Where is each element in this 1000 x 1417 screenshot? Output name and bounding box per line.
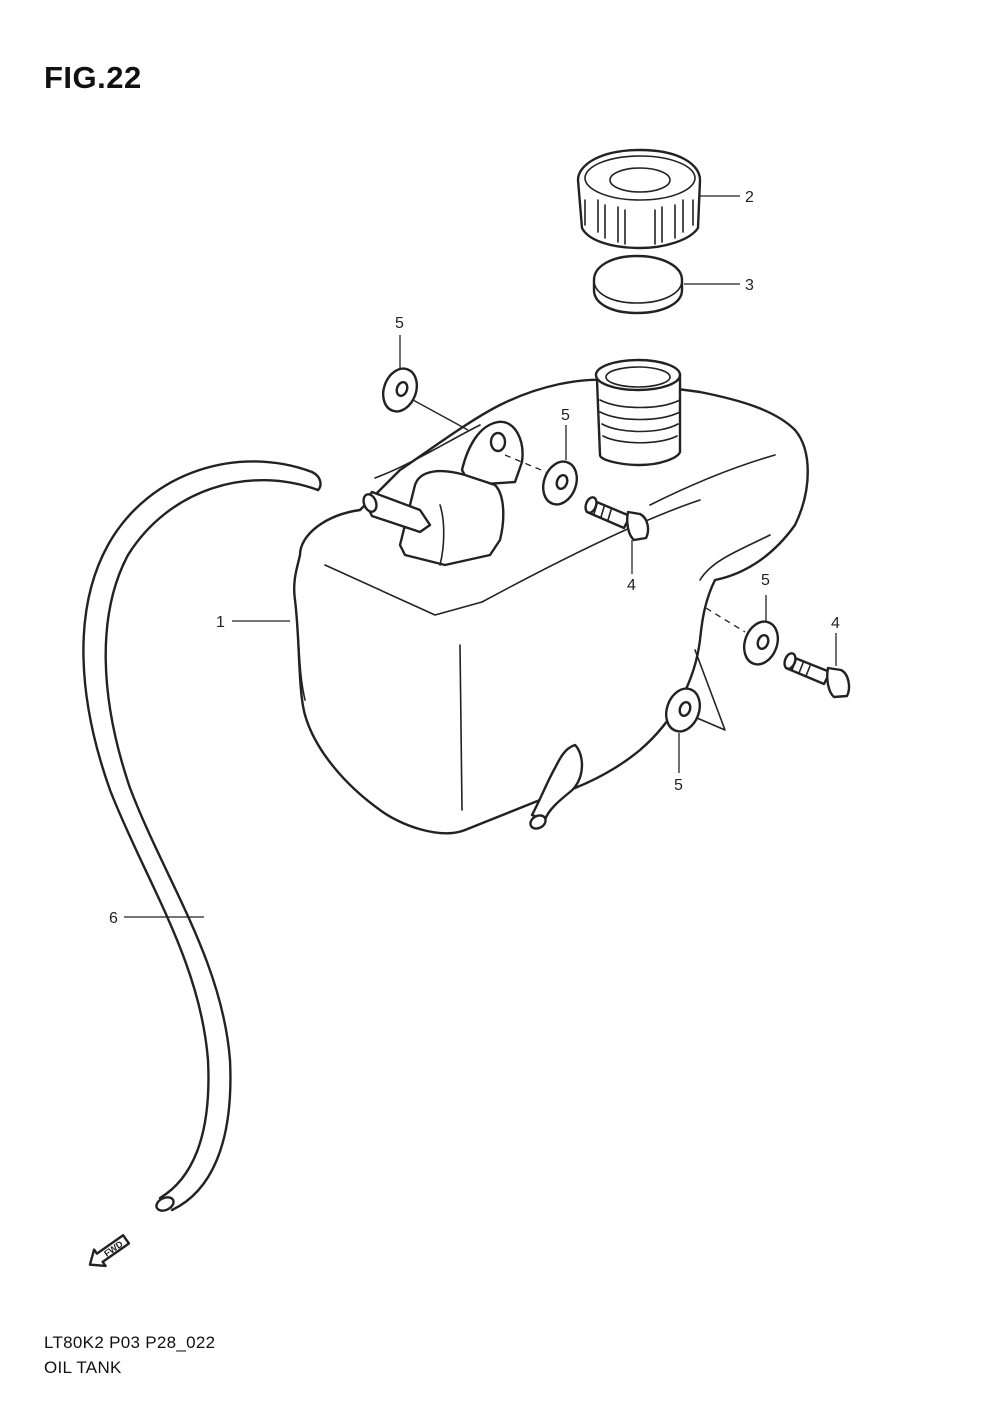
diagram-name: OIL TANK [44,1358,122,1377]
callout-hose: 6 [109,910,118,927]
callout-washer-mid: 5 [561,407,570,424]
callout-bolt-right: 4 [831,615,840,632]
washer-top [381,367,419,413]
figure-title: FIG.22 [44,60,142,95]
oil-hose [82,460,322,1212]
callout-bolt-upper: 4 [627,577,636,594]
bolt-right [783,652,851,699]
callout-tank: 1 [216,614,225,631]
washer-right [742,620,780,666]
washer-mid [541,460,579,506]
callout-washer-right: 5 [761,572,770,589]
callout-washer-lower: 5 [674,777,683,794]
cap-gasket [592,254,684,315]
bolt-upper [584,496,650,542]
callout-gasket: 3 [745,277,754,294]
callout-cap: 2 [745,189,754,206]
fwd-arrow-icon: FWD [88,1234,131,1268]
oil-tank-body [293,378,809,835]
diagram-code: LT80K2 P03 P28_022 [44,1333,216,1352]
washer-lower [664,687,702,733]
filler-neck [594,358,682,467]
callout-washer-top: 5 [395,315,404,332]
filler-cap [576,148,702,250]
